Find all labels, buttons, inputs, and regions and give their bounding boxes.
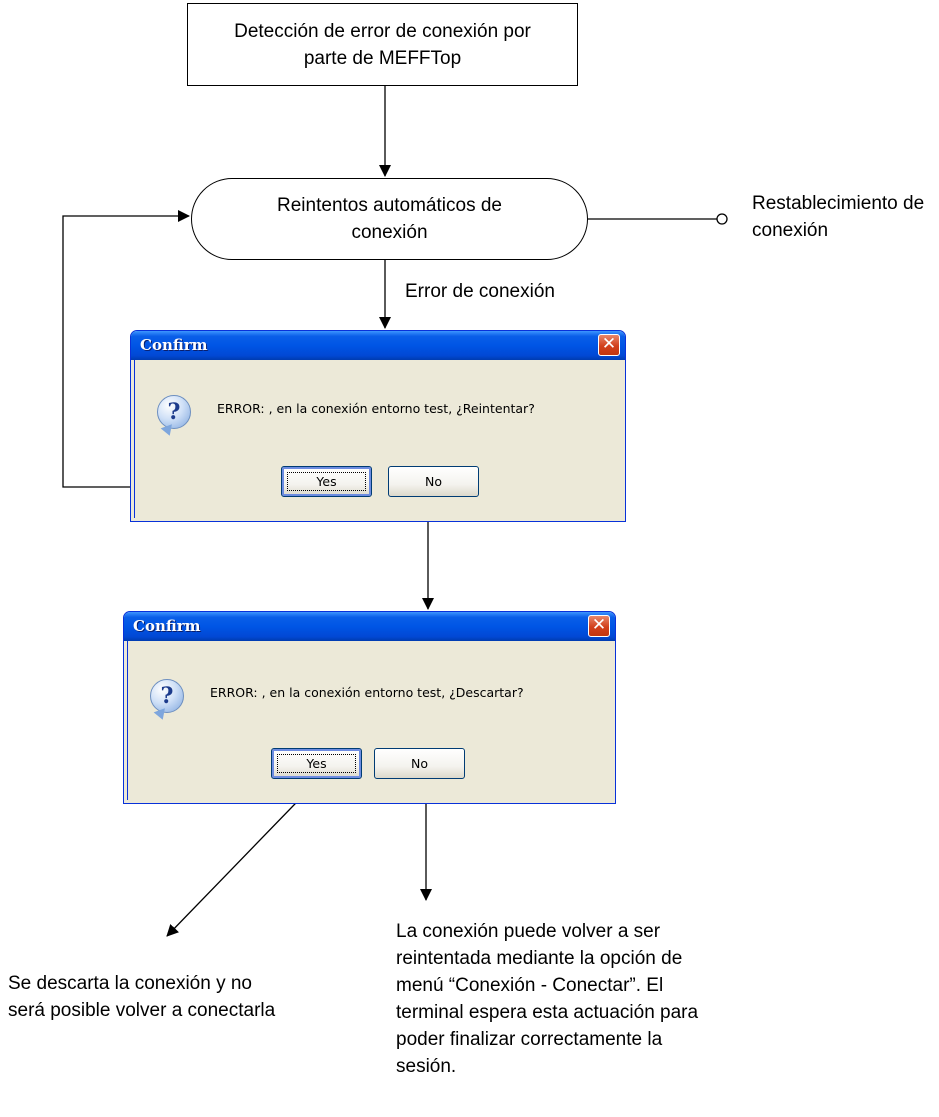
dialog-message: ERROR: , en la conexión entorno test, ¿D… (210, 685, 524, 700)
dialog-title: Confirm (140, 336, 208, 354)
conn-error-label: Error de conexión (405, 281, 555, 302)
focus-rectangle (287, 472, 366, 491)
dialog-body: ? ERROR: , en la conexión entorno test, … (134, 360, 622, 518)
no-button-label: No (425, 474, 442, 489)
yes-button-label: Yes (316, 474, 337, 489)
detection-node: Detección de error de conexión por parte… (187, 3, 578, 86)
question-icon: ? (150, 679, 184, 713)
focus-rectangle (277, 754, 356, 773)
no-button-label: No (411, 756, 428, 771)
retries-node-text: Reintentos automáticos de conexión (277, 195, 502, 243)
close-icon[interactable]: ✕ (598, 334, 620, 356)
yes-button[interactable]: Yes (281, 466, 372, 497)
question-icon: ? (157, 395, 191, 429)
restore-terminal-circle (716, 213, 728, 225)
retries-node: Reintentos automáticos de conexión (191, 178, 588, 260)
discard-note: Se descarta la conexión y no será posibl… (8, 973, 276, 1021)
confirm-dialog-discard: Confirm ✕ ? ERROR: , en la conexión ento… (123, 611, 616, 804)
dialog-message: ERROR: , en la conexión entorno test, ¿R… (217, 401, 535, 416)
dialog-titlebar[interactable]: Confirm ✕ (131, 331, 625, 360)
detection-node-text: Detección de error de conexión por parte… (234, 20, 531, 69)
restore-label: Restablecimiento de conexión (752, 193, 925, 241)
confirm-dialog-retry: Confirm ✕ ? ERROR: , en la conexión ento… (130, 330, 626, 522)
no-button[interactable]: No (388, 466, 479, 497)
yes-button-label: Yes (306, 756, 327, 771)
dialog-titlebar[interactable]: Confirm ✕ (124, 612, 615, 641)
dialog-title: Confirm (133, 617, 201, 635)
retry-later-note: La conexión puede volver a ser reintenta… (396, 921, 699, 1077)
no-button[interactable]: No (374, 748, 465, 779)
dialog-body: ? ERROR: , en la conexión entorno test, … (127, 641, 612, 800)
close-icon[interactable]: ✕ (588, 615, 610, 637)
yes-button[interactable]: Yes (271, 748, 362, 779)
